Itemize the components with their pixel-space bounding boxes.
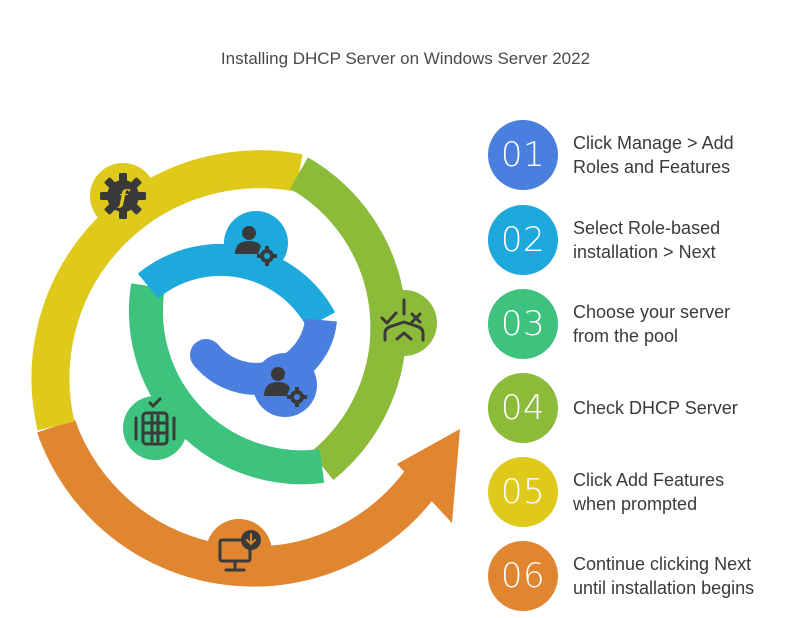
checklist-branch-icon [380,298,425,342]
spiral-segment-02 [137,243,336,328]
step-number-badge: 01 [488,120,558,190]
arrowhead [397,429,460,523]
step-label: Check DHCP Server [573,398,738,418]
step-label: Continue clicking Next until installatio… [573,554,755,598]
monitor-download-node [206,519,272,585]
server-rack-node [123,396,187,460]
step-01: 01 Click Manage > Add Roles and Features [488,120,798,190]
step-02: 02 Select Role-based installation > Next [488,205,798,275]
user-gear-node-01 [253,353,317,417]
step-label: Click Manage > Add Roles and Features [573,133,734,177]
feature-gear-node: f [90,163,156,229]
svg-text:f: f [117,185,131,209]
step-03: 03 Choose your server from the pool [488,289,798,359]
monitor-download-icon [218,530,261,572]
diagram-title: Installing DHCP Server on Windows Server… [220,49,591,68]
step-label: Select Role-based installation > Next [573,218,721,262]
spiral-segment-05 [31,150,303,431]
user-gear-icon [264,367,307,407]
feature-gear-icon: f [100,173,146,219]
step-number-badge: 06 [488,541,558,611]
step-number-badge: 02 [488,205,558,275]
step-number-badge: 04 [488,373,558,443]
spiral-segment-03 [129,283,325,485]
server-rack-icon [134,397,176,446]
step-number-badge: 05 [488,457,558,527]
step-label: Choose your server from the pool [573,302,731,346]
checklist-branch-node [371,290,437,356]
user-gear-node-02 [224,211,288,275]
step-number-badge: 03 [488,289,558,359]
step-04: 04 Check DHCP Server [488,373,798,443]
user-gear-icon [235,226,277,266]
step-label: Click Add Features when prompted [573,470,725,514]
step-06: 06 Continue clicking Next until installa… [488,541,798,611]
step-05: 05 Click Add Features when prompted [488,457,798,527]
